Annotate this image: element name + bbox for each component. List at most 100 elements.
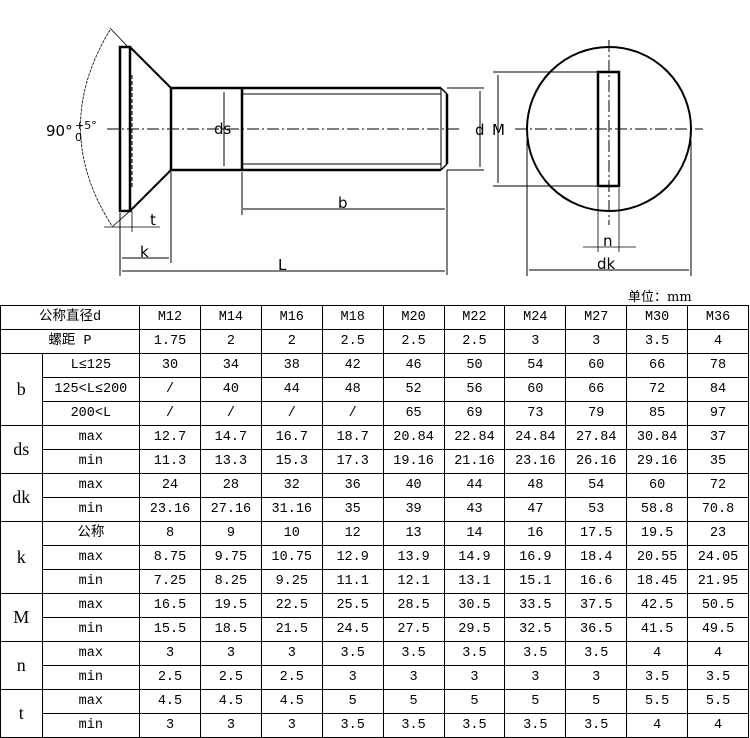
pitch-value: 3 xyxy=(504,329,567,354)
sub-label: max xyxy=(41,425,141,450)
table-cell: 22.84 xyxy=(443,425,506,450)
table-cell: 27.84 xyxy=(565,425,628,450)
sub-label: 200<L xyxy=(41,401,141,426)
table-cell: 37 xyxy=(687,425,749,450)
table-cell: 85 xyxy=(626,401,689,426)
table-cell: 13.1 xyxy=(443,569,506,594)
sub-label: max xyxy=(41,593,141,618)
table-cell: 31.16 xyxy=(260,497,323,522)
sub-label: max xyxy=(41,545,141,570)
group-label-k: k xyxy=(0,521,43,594)
sub-label: max xyxy=(41,689,141,714)
size-header: M12 xyxy=(139,305,201,330)
table-cell: 3 xyxy=(260,641,323,666)
table-cell: 37.5 xyxy=(565,593,628,618)
table-cell: 36 xyxy=(321,473,384,498)
L-label: L xyxy=(278,256,287,274)
sub-label: min xyxy=(41,617,141,642)
end-view xyxy=(515,40,703,276)
table-cell: 3.5 xyxy=(443,713,506,738)
table-cell: 32.5 xyxy=(504,617,567,642)
table-cell: / xyxy=(260,401,323,426)
angle-label: 90° xyxy=(46,122,73,140)
table-cell: 33.5 xyxy=(504,593,567,618)
group-label-t: t xyxy=(0,689,43,738)
table-cell: 20.55 xyxy=(626,545,689,570)
size-header: M36 xyxy=(687,305,749,330)
table-cell: 19.16 xyxy=(382,449,445,474)
pitch-value: 2.5 xyxy=(443,329,506,354)
table-cell: 27.16 xyxy=(199,497,262,522)
table-cell: 39 xyxy=(382,497,445,522)
table-cell: 70.8 xyxy=(687,497,749,522)
table-cell: / xyxy=(199,401,262,426)
table-cell: 5 xyxy=(504,689,567,714)
t-label: t xyxy=(150,211,156,229)
table-cell: 44 xyxy=(443,473,506,498)
size-header: M27 xyxy=(565,305,628,330)
table-cell: 97 xyxy=(687,401,749,426)
table-cell: 54 xyxy=(565,473,628,498)
table-cell: 32 xyxy=(260,473,323,498)
table-cell: 20.84 xyxy=(382,425,445,450)
table-cell: 46 xyxy=(382,353,445,378)
size-header: M18 xyxy=(321,305,384,330)
table-cell: 2.5 xyxy=(260,665,323,690)
group-label-dk: dk xyxy=(0,473,43,522)
table-cell: 4 xyxy=(626,713,689,738)
size-header: M30 xyxy=(626,305,689,330)
table-cell: 2.5 xyxy=(199,665,262,690)
pitch-value: 1.75 xyxy=(139,329,201,354)
table-cell: 13 xyxy=(382,521,445,546)
table-cell: 3.5 xyxy=(565,641,628,666)
table-cell: 28.5 xyxy=(382,593,445,618)
pitch-value: 3.5 xyxy=(626,329,689,354)
table-cell: 60 xyxy=(626,473,689,498)
table-cell: 3.5 xyxy=(321,713,384,738)
angle-tol-lower: 0 xyxy=(75,131,82,144)
table-cell: 43 xyxy=(443,497,506,522)
table-cell: 65 xyxy=(382,401,445,426)
table-cell: 5.5 xyxy=(687,689,749,714)
d-label: d xyxy=(475,121,485,139)
table-cell: 24.05 xyxy=(687,545,749,570)
size-header: M24 xyxy=(504,305,567,330)
group-label-n: n xyxy=(0,641,43,690)
table-cell: 12.1 xyxy=(382,569,445,594)
sub-label: 125<L≤200 xyxy=(41,377,141,402)
table-cell: 15.3 xyxy=(260,449,323,474)
table-cell: 3.5 xyxy=(504,641,567,666)
table-cell: 3 xyxy=(139,641,201,666)
table-cell: 41.5 xyxy=(626,617,689,642)
table-cell: 22.5 xyxy=(260,593,323,618)
table-cell: 50.5 xyxy=(687,593,749,618)
table-cell: 3 xyxy=(504,665,567,690)
b-label: b xyxy=(338,194,348,212)
table-cell: 12.9 xyxy=(321,545,384,570)
table-cell: 18.7 xyxy=(321,425,384,450)
table-cell: 23.16 xyxy=(139,497,201,522)
table-cell: 19.5 xyxy=(626,521,689,546)
table-cell: 27.5 xyxy=(382,617,445,642)
table-cell: 9.25 xyxy=(260,569,323,594)
table-cell: 10.75 xyxy=(260,545,323,570)
table-cell: 4 xyxy=(687,713,749,738)
table-cell: 73 xyxy=(504,401,567,426)
table-cell: 60 xyxy=(565,353,628,378)
group-label-ds: ds xyxy=(0,425,43,474)
sub-label: L≤125 xyxy=(41,353,141,378)
table-cell: 47 xyxy=(504,497,567,522)
table-cell: 8 xyxy=(139,521,201,546)
n-label: n xyxy=(603,232,613,250)
table-cell: / xyxy=(139,377,201,402)
table-cell: 16.9 xyxy=(504,545,567,570)
table-cell: 3.5 xyxy=(504,713,567,738)
